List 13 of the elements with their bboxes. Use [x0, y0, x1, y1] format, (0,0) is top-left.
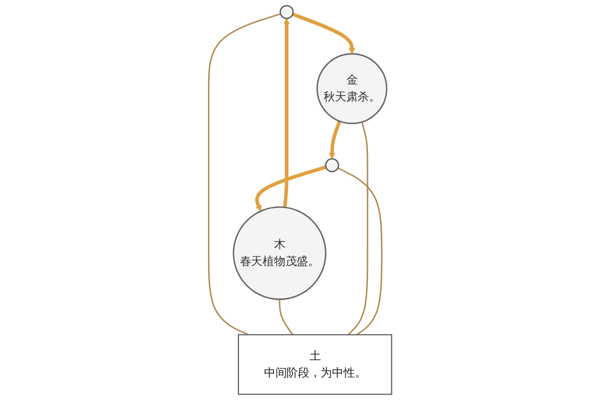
- node-circle: [324, 158, 339, 172]
- node-circle: 金 秋天肃杀。: [316, 53, 388, 124]
- arrow: [254, 165, 326, 212]
- connector: [208, 13, 281, 336]
- node-circle: 木 春天植物茂盛。: [232, 206, 326, 300]
- node-box: 土 中间阶段，为中性。: [238, 334, 392, 395]
- connector: [347, 122, 368, 336]
- node-circle: [279, 4, 294, 20]
- arrow: [292, 12, 355, 54]
- arrow: [328, 120, 342, 160]
- connector: [337, 167, 382, 336]
- connector: [278, 299, 294, 336]
- arrow: [282, 18, 290, 208]
